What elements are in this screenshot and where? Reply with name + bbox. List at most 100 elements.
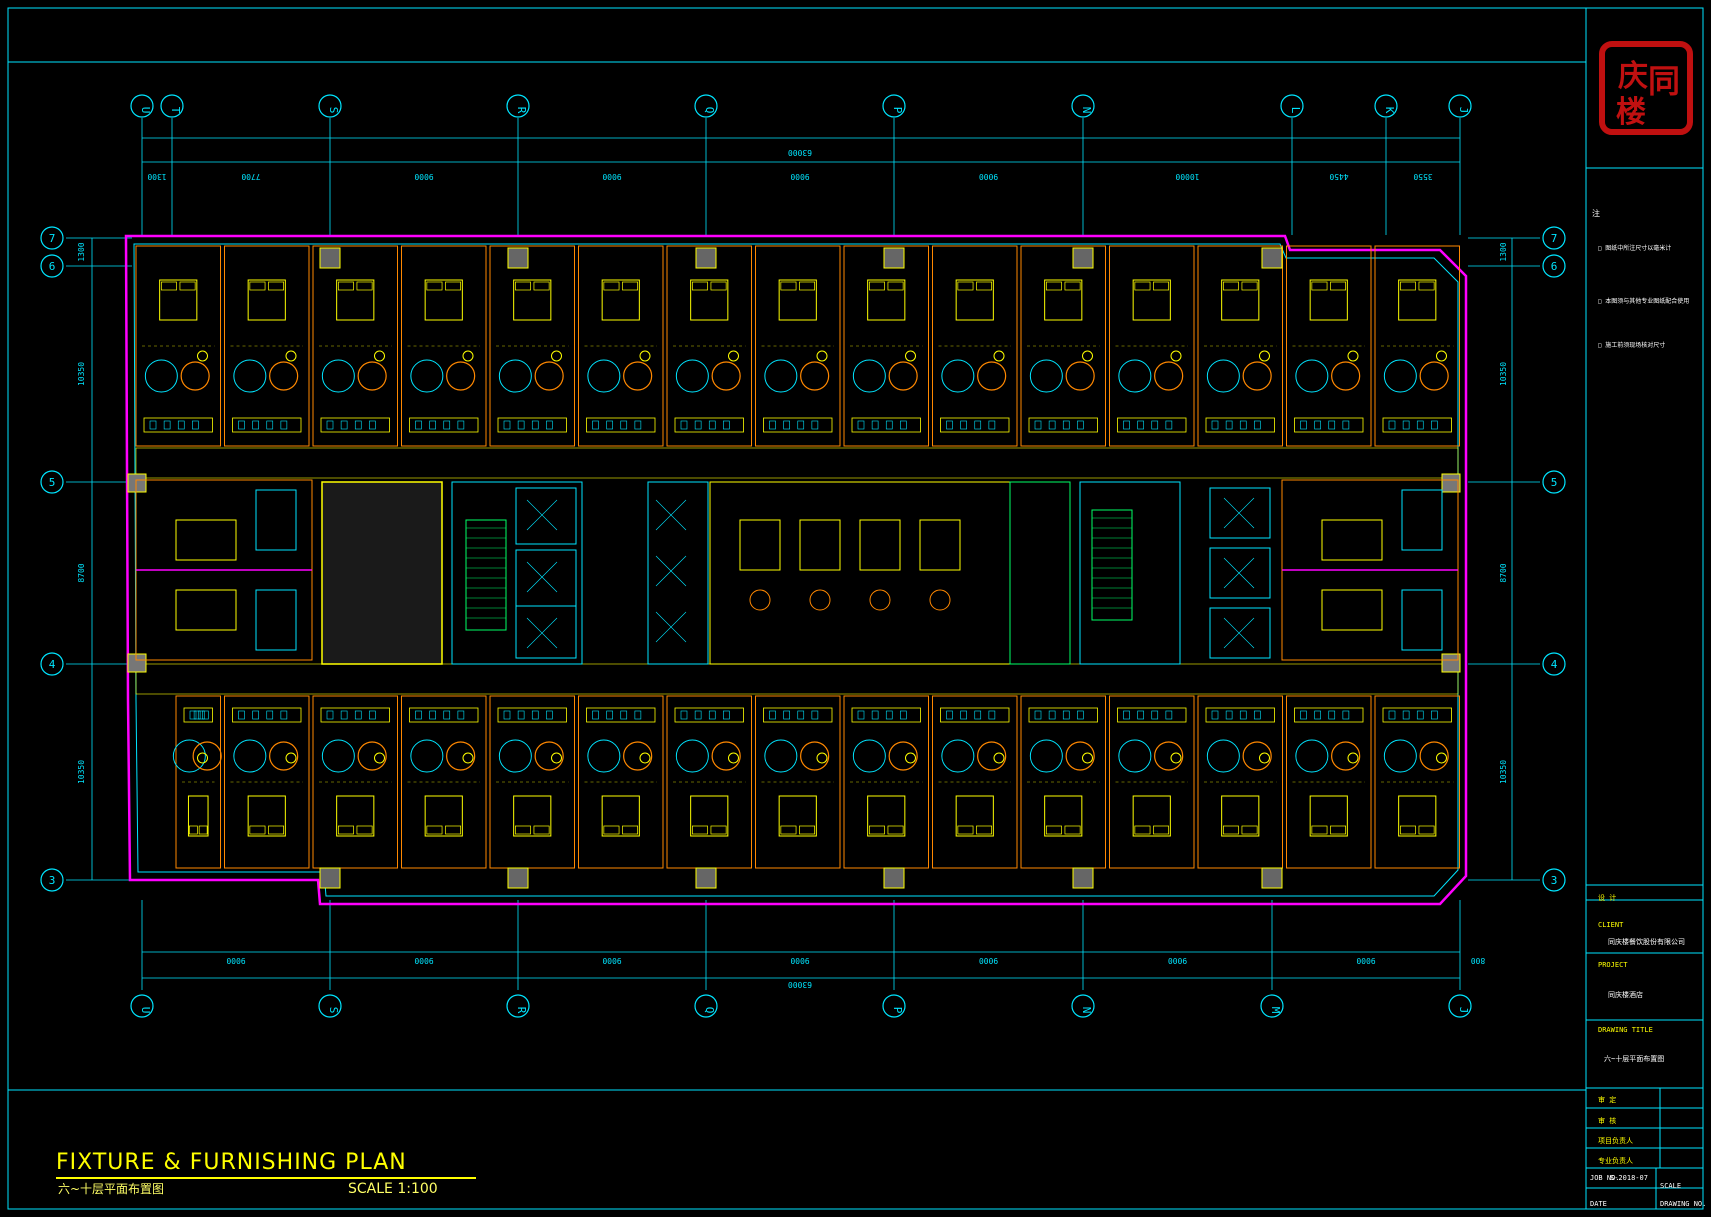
pillow — [161, 281, 177, 291]
chair — [1347, 350, 1359, 362]
chair — [551, 752, 562, 764]
chair — [1436, 350, 1447, 362]
fixture — [1314, 710, 1321, 720]
vanity — [232, 417, 302, 433]
fixture — [1123, 710, 1130, 720]
pillow — [1241, 825, 1258, 835]
fixture — [1416, 710, 1424, 720]
fixture — [531, 420, 539, 430]
shower-circle — [1383, 359, 1417, 393]
column — [127, 473, 147, 493]
svg-text:同: 同 — [1648, 62, 1680, 100]
tb-job-no: S-2018-07 — [1610, 1174, 1648, 1182]
drawing-subtitle: 六~十层平面布置图 — [58, 1182, 165, 1196]
elevator-shaft — [515, 487, 577, 545]
grid-bubble — [1448, 94, 1472, 118]
fixture — [1254, 420, 1261, 430]
shower-circle — [498, 359, 532, 393]
door-swing — [446, 361, 476, 391]
guest-room — [843, 245, 929, 447]
grid-label: Q — [703, 1007, 716, 1014]
pillow — [1330, 281, 1346, 291]
vanity — [497, 707, 567, 723]
door-swing — [809, 589, 831, 611]
pillow — [1399, 825, 1416, 835]
fixture — [811, 710, 819, 720]
fixture — [723, 420, 730, 430]
fixture — [189, 710, 197, 720]
fixture — [1062, 710, 1070, 720]
elevator-x — [526, 499, 558, 531]
fixture — [606, 710, 613, 720]
chair — [816, 752, 828, 764]
dim-text: 9000 — [414, 956, 433, 965]
column — [507, 247, 529, 269]
grid-label: T — [169, 107, 182, 114]
elevator-x — [526, 561, 558, 593]
bed — [778, 795, 817, 837]
column — [127, 653, 147, 673]
bed — [1309, 279, 1348, 321]
door-swing — [269, 741, 299, 771]
pillow — [868, 825, 885, 835]
stair-hall — [451, 481, 583, 665]
chair — [462, 350, 474, 362]
fixture — [900, 420, 907, 430]
shower-circle — [852, 739, 886, 773]
column — [883, 247, 905, 269]
room-wall — [843, 245, 929, 447]
shower-circle — [1295, 359, 1329, 393]
column — [1441, 653, 1461, 673]
pillow — [268, 825, 285, 835]
upper-room-band — [135, 245, 1460, 447]
fixture — [620, 420, 628, 430]
chair — [1259, 350, 1270, 362]
fixture — [974, 710, 982, 720]
guest-room — [1374, 695, 1460, 869]
guest-room — [312, 695, 398, 869]
grid-bubble — [1071, 94, 1095, 118]
shower-circle — [1295, 739, 1329, 773]
guest-room — [489, 245, 575, 447]
fixture — [1077, 710, 1084, 720]
bath — [255, 489, 297, 551]
dim-text: 63000 — [788, 980, 812, 989]
pillow — [868, 281, 885, 291]
grid-label: L — [1289, 107, 1302, 114]
notes-heading: 注 — [1592, 209, 1600, 218]
column — [319, 247, 341, 269]
fixture — [592, 710, 599, 720]
grid-bubble — [1260, 994, 1284, 1018]
door-swing — [534, 361, 564, 391]
grid-label: Q — [703, 107, 716, 114]
elevator-x — [655, 555, 687, 587]
lower-room-band — [172, 695, 1460, 869]
pillow — [976, 825, 993, 835]
pillow — [445, 281, 462, 291]
guest-room — [1109, 695, 1195, 869]
pillow — [356, 825, 373, 835]
bed — [175, 519, 237, 561]
door-swing — [800, 361, 830, 391]
shower-circle — [172, 739, 206, 773]
bed — [1321, 519, 1383, 561]
door-swing — [711, 741, 741, 771]
fixture — [1165, 710, 1173, 720]
vanity — [409, 707, 479, 723]
column — [1261, 247, 1283, 269]
fixture — [634, 710, 642, 720]
chair — [905, 752, 916, 764]
pillow — [887, 281, 904, 291]
stair — [1091, 509, 1133, 621]
sheet-frame — [7, 7, 1704, 1210]
grid-bubble — [506, 994, 530, 1018]
elevator-x — [655, 611, 687, 643]
bed — [690, 279, 729, 321]
fixture — [443, 420, 451, 430]
chair — [374, 350, 385, 362]
room-wall — [755, 695, 841, 869]
door-swing — [1065, 741, 1095, 771]
grid-bubble — [318, 94, 342, 118]
door-swing — [929, 589, 951, 611]
